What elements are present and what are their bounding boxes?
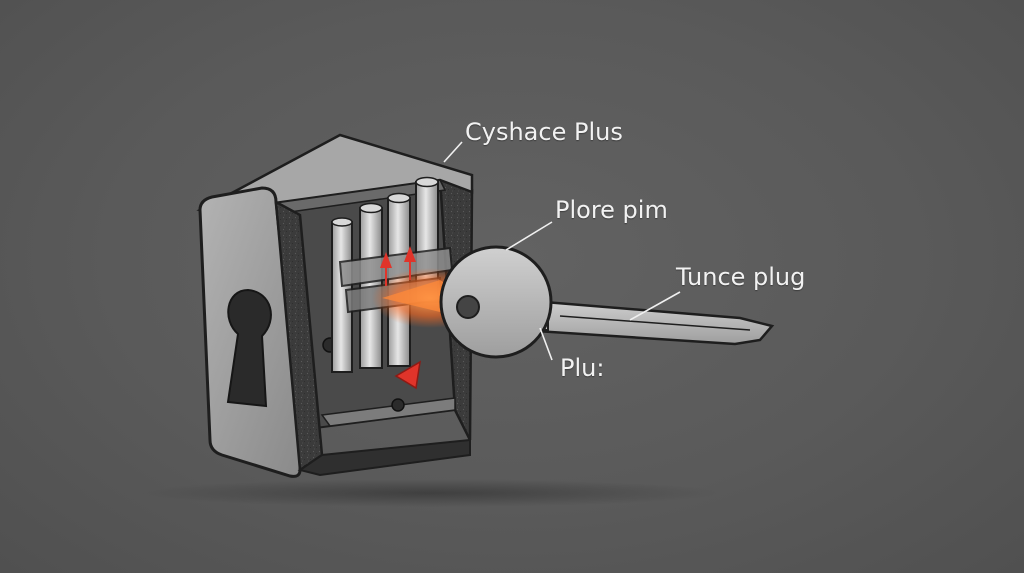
leader-line-blade bbox=[629, 291, 681, 321]
key-bow-hole-icon bbox=[456, 295, 480, 319]
label-tunce-plug: Tunce plug bbox=[676, 263, 806, 291]
leader-lines bbox=[443, 141, 681, 361]
label-plore-pim: Plore pim bbox=[555, 196, 668, 224]
key bbox=[439, 245, 775, 359]
screw-hole-icon bbox=[391, 398, 405, 412]
ground-shadow bbox=[140, 479, 720, 507]
leader-line-key-bow bbox=[505, 221, 553, 251]
label-cyshace-plus: Cyshace Plus bbox=[465, 118, 623, 146]
label-plu: Plu: bbox=[560, 354, 605, 382]
leader-line-lower bbox=[539, 327, 553, 361]
red-arrow-icons bbox=[380, 246, 421, 390]
leader-line-top bbox=[443, 141, 463, 163]
keyhole-icon bbox=[226, 288, 272, 408]
